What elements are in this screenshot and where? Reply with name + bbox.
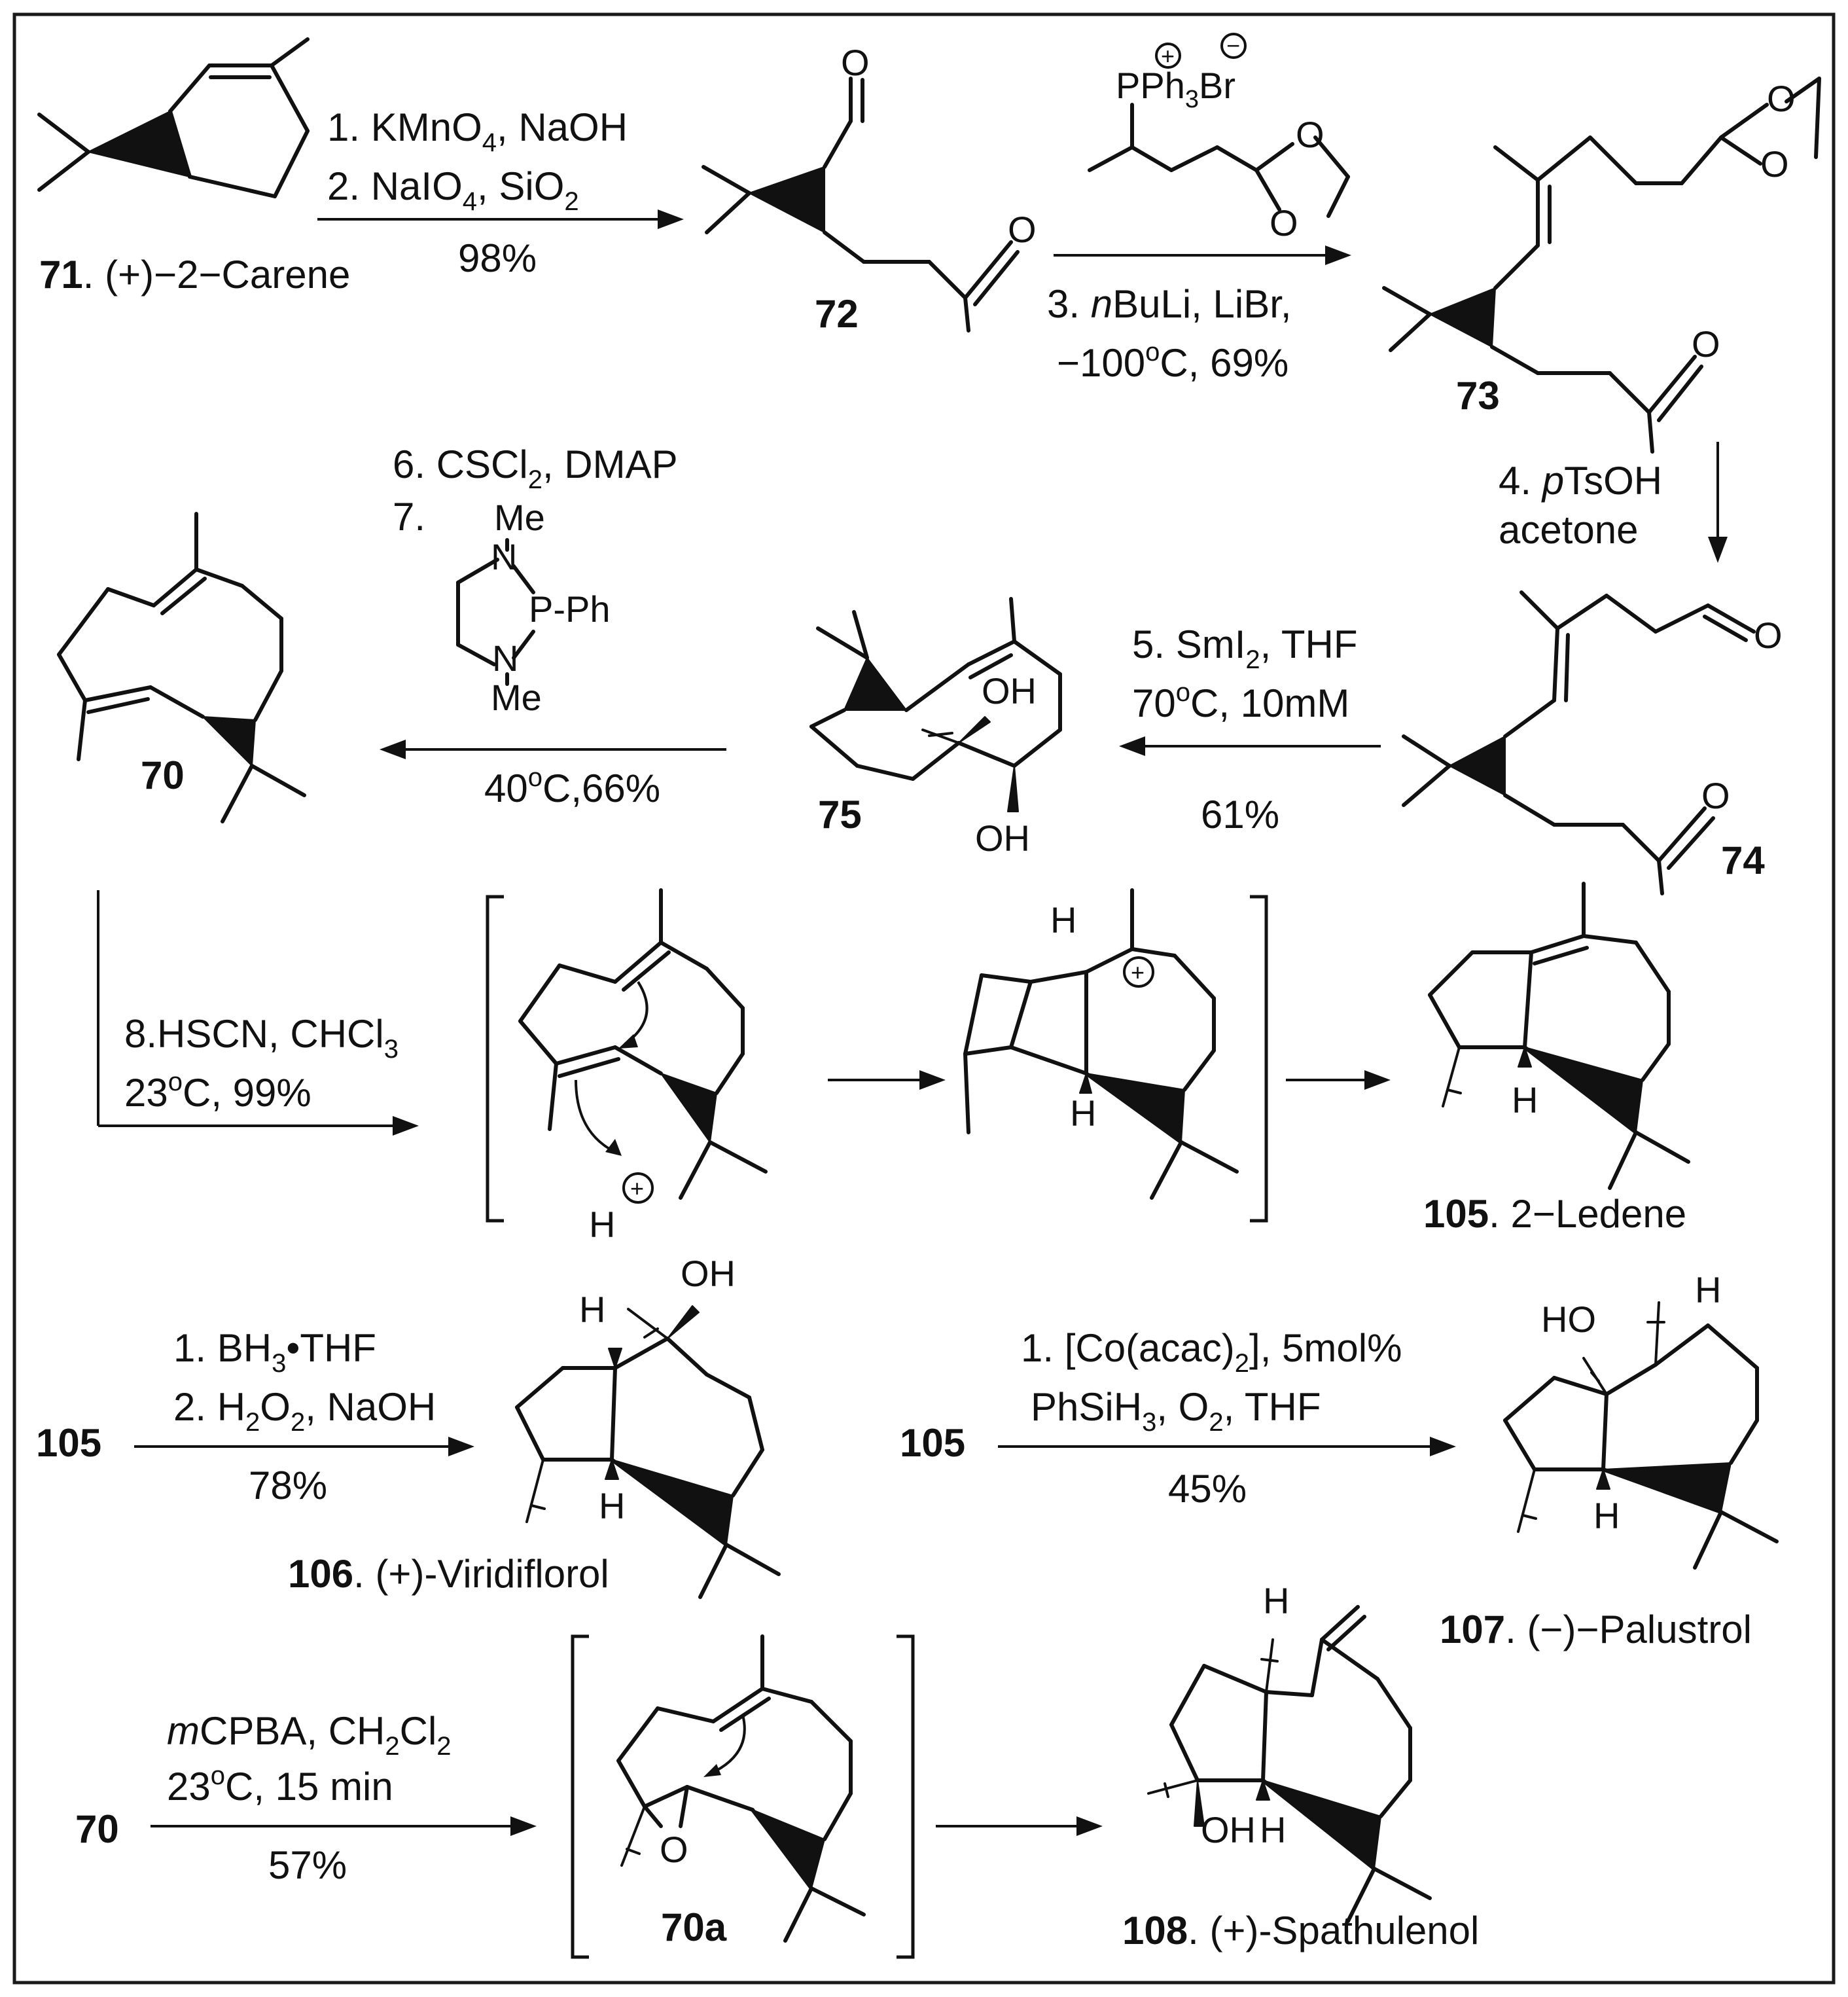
atom-O: O [1760, 143, 1789, 185]
step-8-conditions: 23oC, 99% [124, 1068, 311, 1115]
atom-H: H [579, 1289, 605, 1330]
plus-charge: + [630, 1175, 644, 1202]
compound-number-74: 74 [1721, 838, 1765, 882]
atom-H: H [1050, 899, 1076, 941]
caption-105: 105. 2−Ledene [1423, 1192, 1686, 1236]
structure-106 [515, 1305, 781, 1599]
atom-O: O [841, 42, 870, 83]
yield-105-107: 45% [1168, 1467, 1247, 1511]
yield-71-72: 98% [458, 236, 537, 280]
compound-number-70: 70 [141, 753, 185, 797]
structure-72 [702, 77, 1020, 333]
structure-107 [1503, 1301, 1779, 1570]
step-1-label: 1. KMnO4, NaOH [327, 105, 628, 157]
plus-charge: + [1131, 959, 1145, 986]
step-4-solvent: acetone [1499, 508, 1639, 552]
atom-OH: OH [681, 1253, 736, 1294]
structure-75 [809, 597, 1062, 812]
atom-OH: OH [982, 670, 1037, 711]
atom-H: H [1260, 1809, 1286, 1850]
plus-charge-icon [1155, 43, 1181, 69]
atom-O: O [1767, 78, 1796, 119]
yield-105-106: 78% [249, 1464, 327, 1507]
step-67-conditions: 40oC,66% [484, 763, 660, 810]
step-7-label: 7. [393, 495, 425, 539]
atom-H: H [589, 1204, 615, 1245]
atom-OH: OH [975, 818, 1030, 859]
atom-H: H [1512, 1079, 1538, 1121]
caption-106: 106. (+)-Viridiflorol [288, 1552, 609, 1596]
step-p1-label: 1. [Co(acac)2], 5mol% [1021, 1326, 1402, 1378]
step-8-label: 8.HSCN, CHCl3 [124, 1012, 399, 1064]
reagent-phosphonium-label: PPh3Br [1116, 65, 1235, 113]
yield-74-75: 61% [1201, 793, 1279, 837]
atom-H: H [1593, 1495, 1620, 1536]
compound-number-70: 70 [75, 1807, 119, 1851]
structure-74 [1402, 590, 1756, 895]
atom-H: H [1070, 1092, 1096, 1134]
caption-71: 71. (+)−2−Carene [39, 253, 350, 297]
plus-charge: + [1161, 43, 1175, 69]
step-v2-label: 2. H2O2, NaOH [173, 1385, 436, 1437]
structure-108 [1147, 1605, 1432, 1923]
atom-O: O [1701, 775, 1730, 816]
bracket-left [486, 895, 504, 1223]
bracket-right [897, 1634, 915, 1959]
structure-70a [616, 1634, 866, 1943]
step-3-label: 3. nBuLi, LiBr, [1047, 282, 1292, 326]
structure-71 [37, 37, 310, 198]
minus-charge: − [1226, 32, 1240, 59]
caption-108: 108. (+)-Spathulenol [1122, 1909, 1479, 1952]
atom-HO: HO [1541, 1299, 1596, 1340]
structure-73 [1382, 77, 1821, 454]
atom-N: N [492, 638, 518, 679]
structure-carbocation-intermediate [963, 888, 1239, 1200]
step-5-conditions: 70oC, 10mM [1132, 678, 1349, 725]
structure-70 [57, 512, 306, 823]
atom-O: O [1270, 202, 1298, 243]
atom-N: N [491, 536, 517, 577]
scheme-frame [12, 12, 1836, 1985]
step-4-label: 4. pTsOH [1499, 459, 1662, 503]
atom-H: H [1263, 1580, 1289, 1621]
atom-O: O [1692, 323, 1720, 365]
bracket-left [571, 1634, 589, 1959]
step-p2-label: PhSiH3, O2, THF [1031, 1385, 1321, 1437]
atom-O: O [660, 1829, 688, 1870]
step-e1-label: mCPBA, CH2Cl2 [167, 1709, 452, 1761]
structure-protonation-intermediate [518, 888, 768, 1200]
compound-number-105: 105 [36, 1421, 101, 1465]
wittig-reagent [1088, 103, 1350, 218]
atom-OH: OH [1201, 1809, 1256, 1850]
minus-charge-icon [1220, 33, 1247, 59]
step-3-conditions: −100oC, 69% [1057, 338, 1288, 385]
compound-number-75: 75 [818, 793, 862, 837]
step-5-label: 5. SmI2, THF [1132, 622, 1358, 674]
atom-P-Ph: P-Ph [529, 588, 611, 630]
atom-H: H [599, 1485, 625, 1526]
compound-number-73: 73 [1456, 374, 1500, 418]
step-e2-label: 23oC, 15 min [167, 1761, 393, 1808]
compound-number-72: 72 [815, 292, 859, 336]
structure-105 [1428, 882, 1690, 1190]
plus-charge-icon [1123, 956, 1154, 988]
bracket-right [1250, 895, 1268, 1223]
step-2-label: 2. NaIO4, SiO2 [327, 164, 579, 216]
plus-charge-icon [622, 1172, 654, 1204]
diazaphospholidine-reagent [456, 538, 535, 686]
yield-70-70a: 57% [268, 1843, 347, 1887]
reagent-me-bottom: Me [491, 677, 542, 718]
compound-number-70a: 70a [661, 1905, 727, 1949]
step-v1-label: 1. BH3•THF [173, 1326, 376, 1378]
compound-number-105: 105 [900, 1421, 965, 1465]
reagent-me-top: Me [494, 497, 545, 538]
atom-O: O [1754, 615, 1783, 656]
caption-107: 107. (−)−Palustrol [1440, 1608, 1752, 1651]
step-6-label: 6. CSCl2, DMAP [393, 442, 678, 494]
atom-H: H [1695, 1269, 1721, 1310]
atom-O: O [1296, 114, 1324, 155]
atom-O: O [1008, 209, 1037, 250]
